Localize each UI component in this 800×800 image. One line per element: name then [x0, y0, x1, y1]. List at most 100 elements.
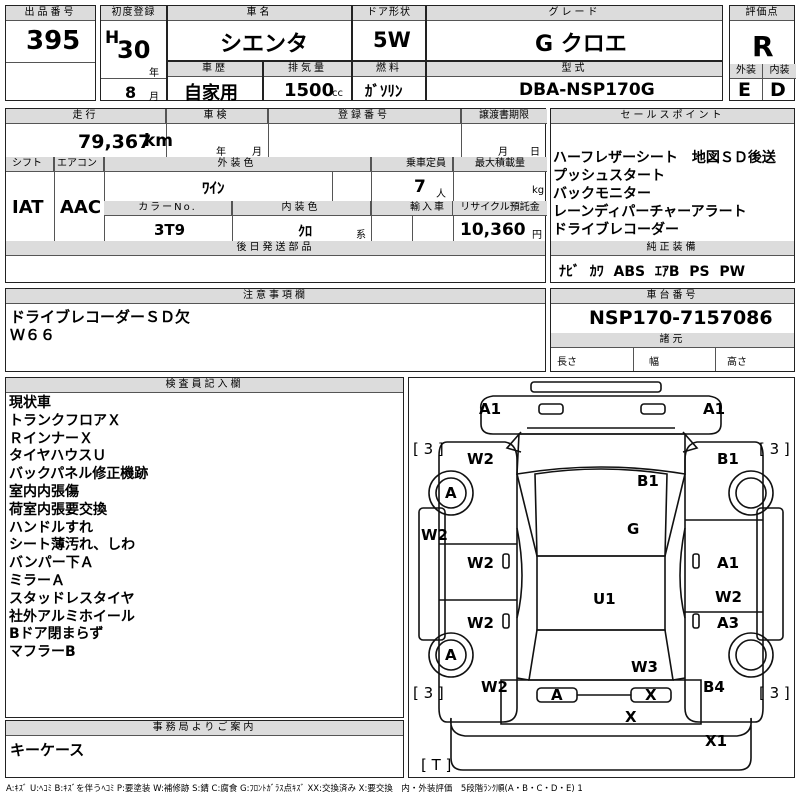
- recycle-label: リサイクル預託金: [453, 201, 547, 216]
- era-letter: H: [105, 28, 120, 48]
- equipment-item: ﾅﾋﾞ: [559, 264, 580, 280]
- import-label: 輸入車: [371, 201, 453, 216]
- mark-door-right-2: W2: [715, 588, 742, 606]
- note-line: Ｗ６６: [10, 326, 56, 344]
- front-grille: [538, 403, 564, 415]
- inspector-line: 室内内張傷: [9, 483, 79, 500]
- inspector-label: 検査員記入欄: [6, 378, 403, 393]
- sales-point-item: プッシュスタート: [553, 168, 665, 184]
- mark-door-left-2: W2: [467, 614, 494, 632]
- km-unit: km: [144, 131, 174, 151]
- capacity-label: 乗車定員: [371, 157, 453, 172]
- vehicle-diagram: [418, 381, 784, 771]
- door-value: 5W: [373, 28, 411, 52]
- transfer-month-unit: 月: [498, 147, 508, 158]
- mark-rear-glass: W3: [631, 658, 658, 676]
- recycle-value: 10,360: [460, 220, 526, 240]
- load-label: 最大積載量: [453, 157, 547, 172]
- length-label: 長さ: [557, 357, 577, 368]
- sales-point-item: バックモニター: [553, 186, 651, 202]
- specs-box: 走行 車検 登録番号 譲渡書期限 79,367 km 年 月 月 日 シフト エ…: [5, 108, 547, 283]
- right-side: [684, 441, 764, 723]
- mark-door-left-1: W2: [467, 554, 494, 572]
- mark-lamp-left: A: [551, 686, 563, 704]
- sales-points-label: セールスポイント: [551, 109, 794, 124]
- displacement-value: 1500: [284, 80, 335, 101]
- fuel-box: 燃料 ｶﾞｿﾘﾝ: [352, 61, 426, 101]
- tailgate: [500, 679, 702, 725]
- mark-front-left: A1: [479, 400, 502, 418]
- recycle-unit: 円: [532, 230, 542, 241]
- width-label: 幅: [649, 357, 659, 368]
- sales-point-item: ハーフレザーシート 地図ＳＤ後送: [553, 150, 776, 166]
- mark-bumper-rear: X1: [705, 732, 728, 750]
- cc-unit: cc: [332, 88, 343, 99]
- inspection-month-unit: 月: [252, 147, 262, 158]
- sales-point-item: ドライブレコーダー: [553, 222, 679, 238]
- chassis-label: 車台番号: [551, 289, 794, 304]
- equipment-item: ｴｱB: [654, 264, 680, 280]
- wheel-rear-right: [728, 632, 774, 678]
- rear-bumper: [449, 717, 753, 771]
- notes-list: ドライブレコーダーＳＤ欠 Ｗ６６: [10, 308, 190, 344]
- mark-wheel-front-left: A: [445, 484, 457, 502]
- mark-back: X: [625, 708, 637, 726]
- windshield: [534, 468, 668, 557]
- inspector-line: シート薄汚れ、しわ: [9, 537, 136, 554]
- height-label: 高さ: [727, 357, 747, 368]
- inspector-line: タイヤハウスＵ: [9, 448, 107, 465]
- score-value: R: [752, 30, 774, 63]
- door-label: ドア形状: [353, 6, 425, 21]
- inspector-line: ＲインナーＸ: [9, 430, 93, 447]
- front-bumper: [479, 395, 723, 435]
- color-no-label: カラーNo.: [104, 201, 232, 216]
- exterior-label: 外装: [730, 64, 763, 79]
- lot-number: 395: [26, 26, 81, 56]
- inspector-line: ミラーＡ: [9, 572, 65, 589]
- wheel-rear-left: [428, 632, 474, 678]
- front-grille-2: [640, 403, 666, 415]
- mark-rear-left: W2: [481, 678, 508, 696]
- tread-spare: [ T ]: [421, 756, 452, 774]
- inspector-list: 現状車 トランクフロアＸ ＲインナーＸ タイヤハウスＵ バックパネル修正機跡 室…: [9, 395, 148, 662]
- inspector-line: マフラーB: [9, 644, 76, 661]
- inspector-line: ハンドルすれ: [9, 519, 93, 536]
- cabin-right: [679, 527, 686, 619]
- model-value: DBA-NSP170G: [519, 80, 655, 100]
- mark-quarter-right: B4: [703, 678, 725, 696]
- transfer-label: 譲渡書期限: [461, 109, 547, 124]
- left-side: [438, 441, 518, 723]
- first-registration-label: 初度登録: [101, 6, 166, 21]
- displacement-box: 排気量 1500 cc: [263, 61, 352, 101]
- office-text: キーケース: [10, 741, 85, 759]
- year-unit: 年: [149, 68, 159, 79]
- chassis-number: NSP170-7157086: [589, 307, 773, 329]
- notes-label: 注意事項欄: [6, 289, 545, 304]
- mark-door-right-3: A3: [717, 614, 740, 632]
- office-box: 事務局よりご案内 キーケース: [5, 720, 404, 778]
- equipment-item: ｶﾜ: [589, 264, 604, 280]
- inspector-line: バックパネル修正機跡: [9, 466, 149, 483]
- door-box: ドア形状 5W: [352, 5, 426, 61]
- interior-label: 内装: [763, 64, 796, 79]
- inspector-line: Bドア閉まらず: [9, 626, 104, 643]
- inspector-box: 検査員記入欄 現状車 トランクフロアＸ ＲインナーＸ タイヤハウスＵ バックパネ…: [5, 377, 404, 718]
- inspector-line: バンパー下Ａ: [9, 555, 94, 572]
- mark-pillar-left: W2: [421, 526, 448, 544]
- ac-label: エアコン: [54, 157, 104, 172]
- inspector-line: 現状車: [9, 395, 51, 411]
- office-label: 事務局よりご案内: [6, 721, 403, 736]
- month-unit: 月: [149, 92, 159, 103]
- fuel-label: 燃料: [353, 62, 425, 77]
- dims-label: 諸元: [551, 333, 794, 348]
- later-parts-label: 後日発送部品: [6, 241, 545, 256]
- interior-color-unit: 系: [356, 230, 366, 241]
- inspector-line: 荷室内張要交換: [9, 501, 107, 518]
- mileage-value: 79,367: [78, 131, 152, 153]
- front-top-bar: [530, 381, 662, 393]
- grade-box: グレード G クロエ: [426, 5, 723, 61]
- tread-rear-right: [ 3 ]: [759, 684, 790, 702]
- registration-month: 8: [125, 83, 137, 102]
- history-value: 自家用: [184, 83, 238, 104]
- inspector-line: スタッドレスタイヤ: [9, 590, 135, 607]
